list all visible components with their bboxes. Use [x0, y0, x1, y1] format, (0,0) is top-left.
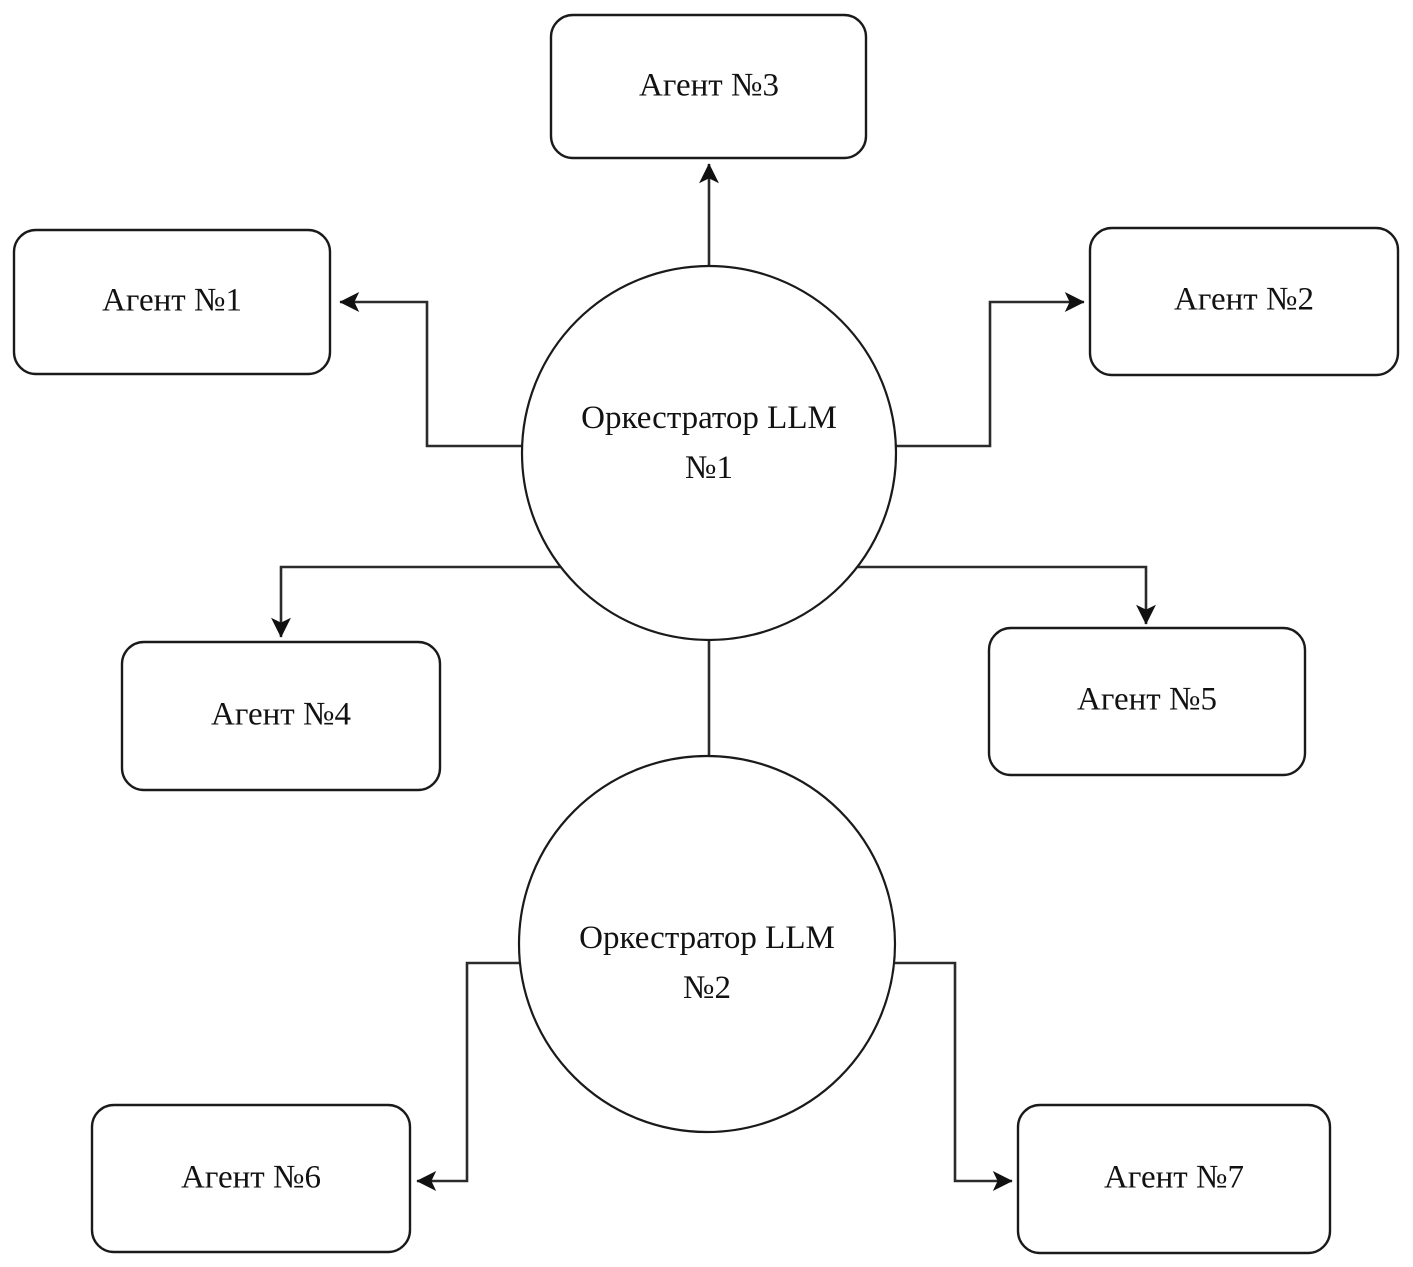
orchestrator-2-label: Оркестратор LLM	[579, 920, 835, 956]
agent-4-box[interactable]	[120, 640, 442, 792]
edge-orch1-to-agent1	[339, 292, 524, 448]
agent-4-label: Агент №4	[211, 697, 351, 733]
edges-layer	[271, 163, 1156, 1191]
agent-2-label: Агент №2	[1174, 282, 1314, 318]
orchestrator-2-circle[interactable]	[517, 754, 897, 1134]
agent-1-box[interactable]	[12, 228, 332, 376]
agent-6[interactable]: Агент №6	[90, 1103, 412, 1254]
agent-7[interactable]: Агент №7	[1016, 1103, 1332, 1255]
orchestrator-1-label: Оркестратор LLM	[581, 400, 837, 436]
edge-orch1-to-agent5	[820, 565, 1156, 625]
agent-3[interactable]: Агент №3	[549, 13, 868, 160]
orchestrator-1-circle[interactable]	[520, 264, 898, 642]
orchestrator-1-number: №1	[685, 450, 733, 486]
edge-orch1-to-agent4	[271, 565, 607, 638]
agent-6-label: Агент №6	[181, 1160, 321, 1196]
agent-7-box[interactable]	[1016, 1103, 1332, 1255]
agent-2[interactable]: Агент №2	[1088, 226, 1400, 377]
orchestrator-nodes-layer: Оркестратор LLM №1 Оркестратор LLM №2	[517, 264, 898, 1134]
agent-7-label: Агент №7	[1104, 1160, 1244, 1196]
agent-5[interactable]: Агент №5	[987, 626, 1307, 777]
agent-1-label: Агент №1	[102, 283, 242, 319]
agent-6-box[interactable]	[90, 1103, 412, 1254]
agent-2-box[interactable]	[1088, 226, 1400, 377]
edge-orch1-to-agent2	[894, 292, 1085, 448]
orchestrator-2-number: №2	[683, 970, 731, 1006]
agent-3-label: Агент №3	[639, 68, 779, 104]
edge-orch2-to-agent7	[890, 961, 1013, 1191]
agent-1[interactable]: Агент №1	[12, 228, 332, 376]
orchestrator-2[interactable]: Оркестратор LLM №2	[517, 754, 897, 1134]
agent-5-label: Агент №5	[1077, 682, 1217, 718]
agent-3-box[interactable]	[549, 13, 868, 160]
agent-4[interactable]: Агент №4	[120, 640, 442, 792]
agent-nodes-layer: Агент №1 Агент №2 Агент №3 Агент №4 Аген…	[12, 13, 1400, 1255]
agent-5-box[interactable]	[987, 626, 1307, 777]
orchestrator-1[interactable]: Оркестратор LLM №1	[520, 264, 898, 642]
edge-orch2-to-agent6	[416, 961, 525, 1191]
